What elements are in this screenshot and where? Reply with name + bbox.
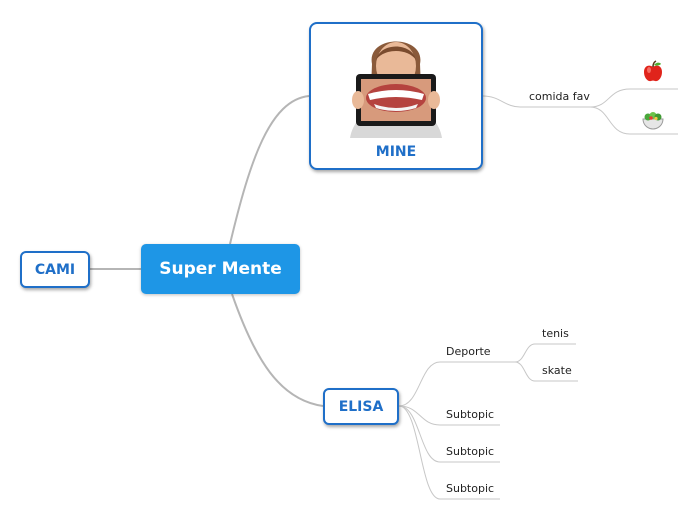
connector-elisa-deporte — [399, 362, 515, 406]
root-node[interactable]: Super Mente — [141, 244, 300, 294]
subtopic-3[interactable]: Subtopic — [446, 482, 494, 495]
connector-deporte-tenis — [515, 344, 576, 362]
cami-label: CAMI — [35, 262, 75, 278]
mine-label: MINE — [376, 144, 416, 160]
apple-icon — [641, 60, 665, 84]
salad-icon — [641, 109, 665, 131]
branch-elisa[interactable]: ELISA — [323, 388, 399, 425]
subtopic-comida-fav[interactable]: comida fav — [529, 90, 590, 103]
subtopic-1[interactable]: Subtopic — [446, 408, 494, 421]
branch-mine[interactable]: MINE — [309, 22, 483, 170]
connector-comida-apple — [590, 89, 678, 107]
connector-root-elisa — [232, 294, 323, 406]
smiling-woman-tablet-image — [336, 34, 456, 138]
connector-root-mine — [230, 96, 309, 244]
subtopic-tenis[interactable]: tenis — [542, 327, 569, 340]
branch-cami[interactable]: CAMI — [20, 251, 90, 288]
subtopic-2[interactable]: Subtopic — [446, 445, 494, 458]
root-label: Super Mente — [159, 259, 282, 279]
subtopic-deporte[interactable]: Deporte — [446, 345, 491, 358]
elisa-label: ELISA — [339, 399, 384, 415]
subtopic-skate[interactable]: skate — [542, 364, 572, 377]
